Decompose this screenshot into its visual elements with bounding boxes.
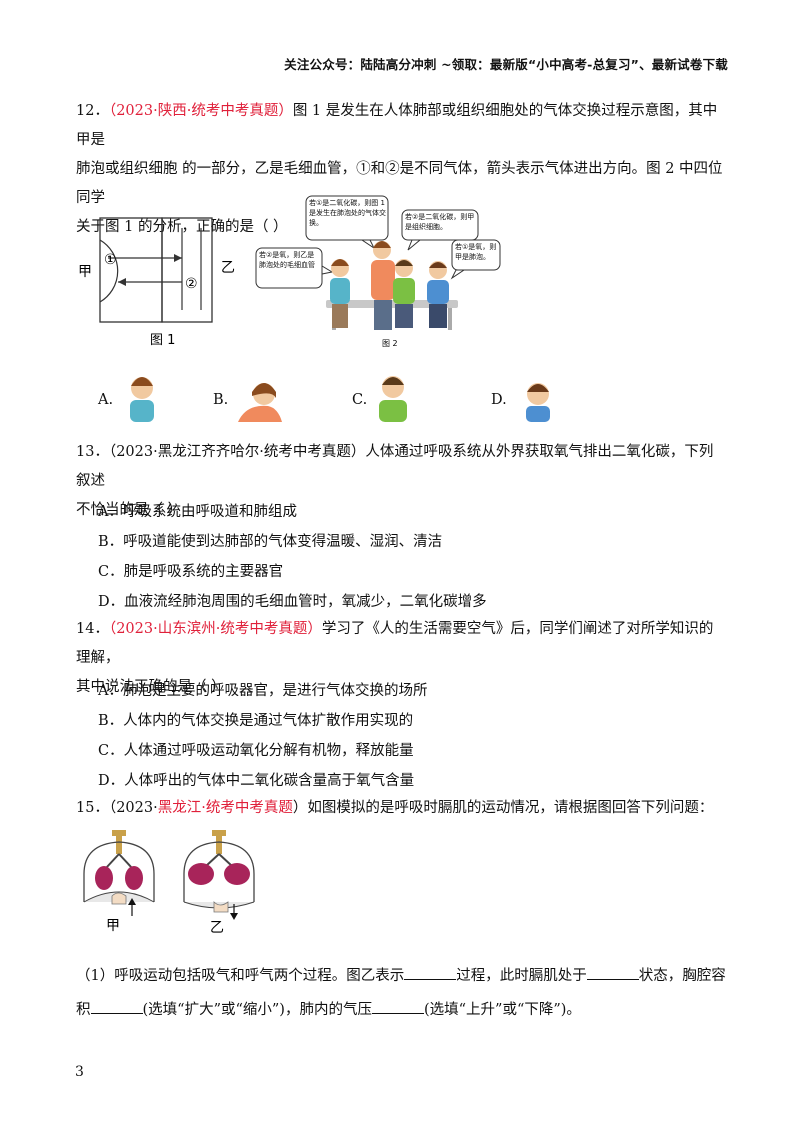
q15-sub1-line2: 积(选填“扩大”或“缩小”)，肺内的气压(选填“上升”或“下降”)。: [76, 993, 736, 1027]
blank-process[interactable]: [404, 965, 457, 980]
blank-lung-pressure[interactable]: [371, 999, 424, 1014]
q13-option-a[interactable]: A．呼吸系统由呼吸道和肺组成: [98, 504, 297, 520]
bell-jar-jia: 甲: [83, 830, 155, 934]
question-12: 12．（2023·陕西·统考中考真题）图 1 是发生在人体肺部或组织细胞处的气体…: [76, 97, 726, 242]
q12-option-a-avatar: [130, 377, 154, 422]
q14-option-a[interactable]: A．肺泡是主要的呼吸器官，是进行气体交换的场所: [98, 683, 428, 699]
fig2-caption: 图 2: [382, 339, 398, 348]
fig1-gas-2: ②: [185, 276, 198, 292]
q12-option-d[interactable]: D.: [491, 392, 507, 408]
q13-option-b[interactable]: B．呼吸道能使到达肺部的气体变得温暖、湿润、清洁: [98, 534, 443, 550]
q12-option-a[interactable]: A.: [98, 392, 114, 408]
blank-chest-volume[interactable]: [90, 999, 143, 1014]
q15-line1: 15．（2023·黑龙江·统考中考真题）如图模拟的是呼吸时膈肌的运动情况，请根据…: [76, 800, 714, 816]
figure-2-students-discussion: 若①是二氧化碳，则图 1 是发生在肺泡处的气体交换。 若②是二氧化碳，则甲是组织…: [255, 195, 501, 348]
q12-option-b[interactable]: B.: [213, 392, 229, 408]
q12-line1: 12．（2023·陕西·统考中考真题）图 1 是发生在人体肺部或组织细胞处的气体…: [76, 103, 718, 148]
q15-source: 黑龙江·统考中考真题: [157, 800, 293, 816]
question-14: 14．（2023·山东滨州·统考中考真题）学习了《人的生活需要空气》后，同学们阐…: [76, 615, 726, 702]
q14-line2: 其中说法正确的是（ ）: [76, 679, 226, 695]
q13-option-c[interactable]: C．肺是呼吸系统的主要器官: [98, 564, 284, 580]
q12-option-d-avatar: [526, 383, 550, 422]
q12-option-b-avatar: [238, 383, 282, 422]
q14-source: （2023·山东滨州·统考中考真题）: [108, 621, 322, 637]
question-15: 15．（2023·黑龙江·统考中考真题）如图模拟的是呼吸时膈肌的运动情况，请根据…: [76, 794, 726, 823]
q12-line2: 肺泡或组织细胞 的一部分，乙是毛细血管，①和②是不同气体，箭头表示气体进出方向。…: [76, 161, 723, 206]
fig2-bubble-top: 若①是二氧化碳，则图 1 是发生在肺泡处的气体交换。: [309, 199, 386, 227]
page-number: 3: [75, 1064, 84, 1080]
bell-jar-yi-label: 乙: [210, 920, 224, 936]
q14-option-c[interactable]: C．人体通过呼吸运动氧化分解有机物，释放能量: [98, 743, 414, 759]
fig2-bubble-right: 若①是氧，则甲是肺泡。: [455, 243, 497, 261]
q13-option-d[interactable]: D．血液流经肺泡周围的毛细血管时，氧减少，二氧化碳增多: [98, 594, 487, 610]
fig1-label-jia: 甲: [78, 264, 92, 280]
bell-jar-yi: 乙: [183, 830, 255, 936]
fig2-bubble-topright: 若②是二氧化碳，则甲是组织细胞。: [405, 213, 475, 231]
page-header: 关注公众号：陆陆高分冲刺 ~领取：最新版“小中高考-总复习”、最新试卷下载: [284, 57, 728, 72]
q13-line2: 不恰当的是（ ）: [76, 502, 183, 518]
q14-option-d[interactable]: D．人体呼出的气体中二氧化碳含量高于氧气含量: [98, 773, 415, 789]
figure-bell-jar-models: 甲 乙: [83, 830, 255, 936]
fig1-gas-1: ①: [104, 252, 117, 268]
q15-sub1-line1: （1）呼吸运动包括吸气和呼气两个过程。图乙表示过程，此时膈肌处于状态，胸腔容: [76, 959, 736, 993]
q12-line3: 关于图 1 的分析，正确的是（ ）: [76, 219, 288, 235]
question-13: 13．（2023·黑龙江齐齐哈尔·统考中考真题）人体通过呼吸系统从外界获取氧气排…: [76, 438, 726, 525]
q12-option-c-avatar: [379, 376, 407, 422]
q15-sub1: （1）呼吸运动包括吸气和呼气两个过程。图乙表示过程，此时膈肌处于状态，胸腔容 积…: [76, 959, 736, 1027]
figure-1-gas-exchange: 甲 乙 ① ② 图 1: [78, 217, 235, 348]
q14-line1: 14．（2023·山东滨州·统考中考真题）学习了《人的生活需要空气》后，同学们阐…: [76, 621, 714, 666]
q12-option-c[interactable]: C.: [352, 392, 368, 408]
bell-jar-jia-label: 甲: [106, 918, 120, 934]
fig2-bubble-left: 若②是氧，则乙是肺泡处的毛细血管: [259, 251, 315, 269]
q14-option-b[interactable]: B．人体内的气体交换是通过气体扩散作用实现的: [98, 713, 414, 729]
fig1-label-yi: 乙: [221, 260, 235, 276]
q13-line1: 13．（2023·黑龙江齐齐哈尔·统考中考真题）人体通过呼吸系统从外界获取氧气排…: [76, 444, 714, 489]
fig1-caption: 图 1: [150, 333, 175, 348]
q12-source: （2023·陕西·统考中考真题）: [108, 103, 293, 119]
blank-diaphragm-state[interactable]: [586, 965, 639, 980]
